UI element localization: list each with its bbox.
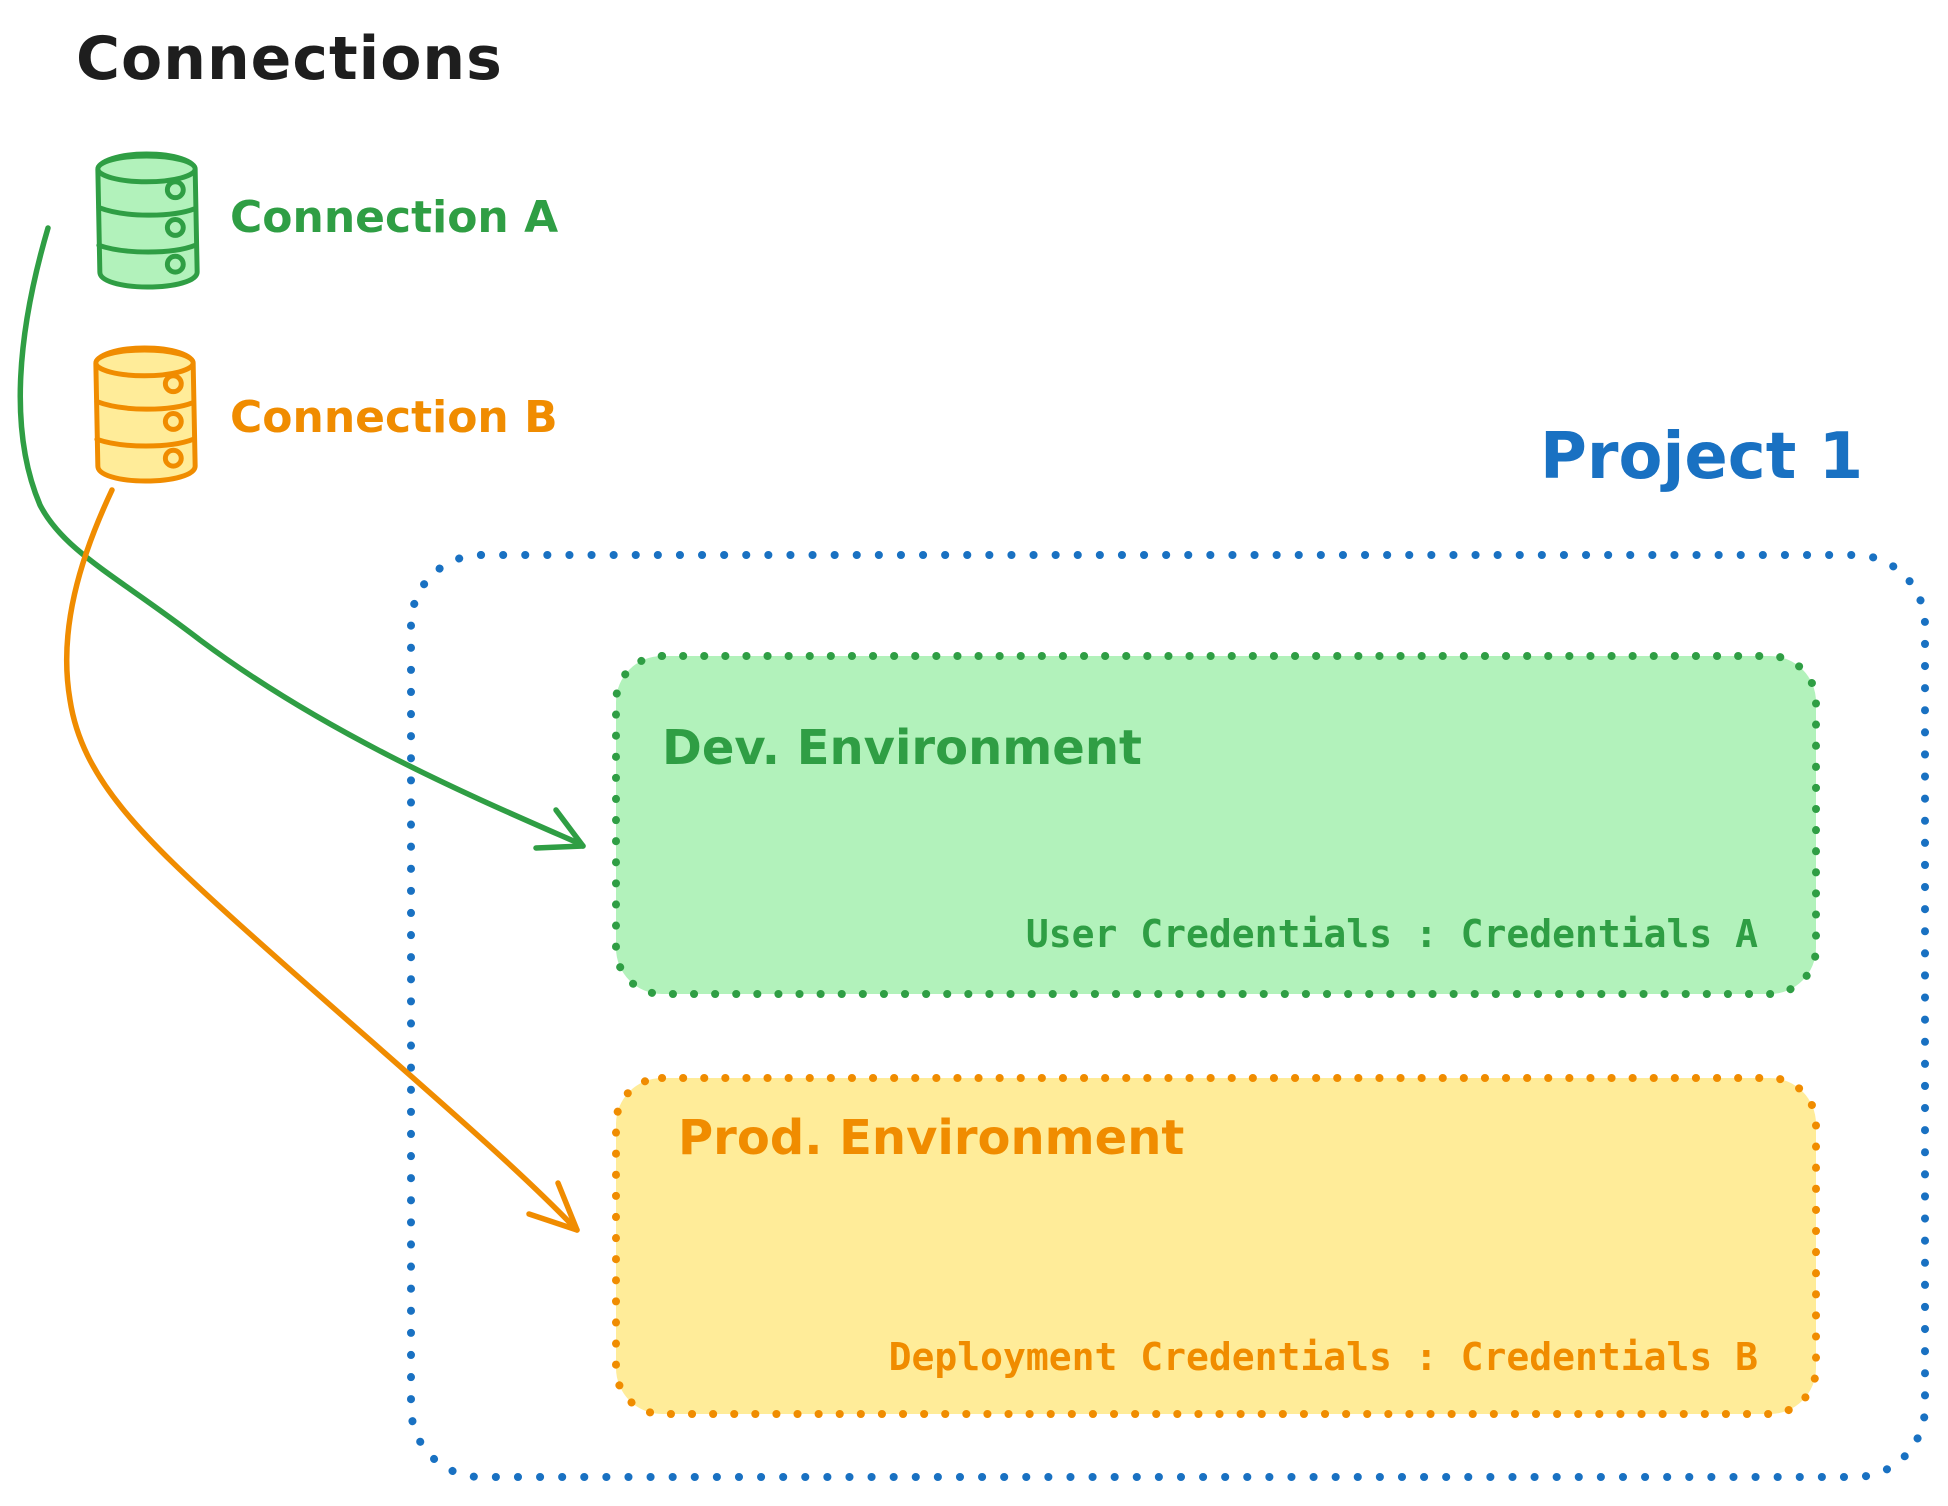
project-box	[407, 551, 1929, 1481]
prod-environment-title: Prod. Environment	[678, 1110, 1185, 1166]
connection-b-database-icon	[88, 344, 205, 485]
prod-environment-box	[612, 1074, 1820, 1418]
connection-b-label: Connection B	[230, 392, 558, 443]
dev-environment-box	[612, 652, 1820, 998]
dev-environment-title: Dev. Environment	[662, 720, 1142, 776]
connection-a-label: Connection A	[230, 192, 559, 243]
connection-a-database-icon	[90, 150, 207, 291]
database-icon	[95, 151, 200, 290]
dev-environment-credentials: User Credentials : Credentials A	[1025, 912, 1758, 956]
connection-a-arrowhead	[553, 807, 586, 849]
connection-b-arrow	[63, 487, 580, 1233]
connection-a-arrow	[17, 225, 586, 851]
connection-b-arrowhead	[555, 1180, 580, 1233]
connection-a-arrowhead	[533, 843, 586, 851]
project-label: Project 1	[1540, 420, 1864, 494]
connection-b-arrowhead	[526, 1211, 580, 1233]
diagram-title: Connections	[76, 24, 503, 94]
database-icon	[93, 345, 198, 484]
prod-environment-credentials: Deployment Credentials : Credentials B	[888, 1335, 1758, 1379]
